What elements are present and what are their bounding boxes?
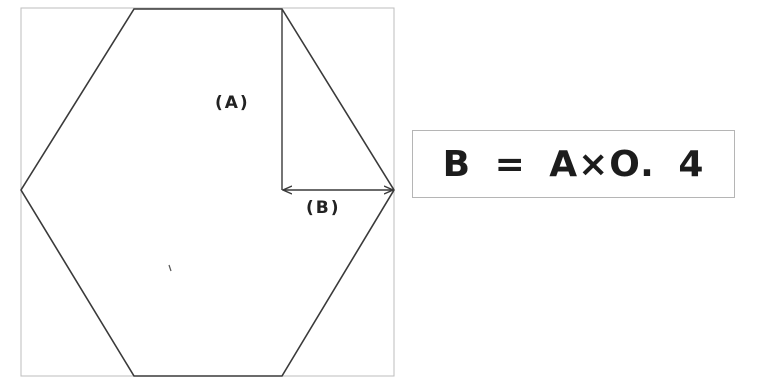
formula-box: B = A×O. 4	[412, 130, 735, 198]
label-b: (B)	[306, 198, 341, 218]
hexagon-outline	[20, 8, 395, 377]
speck-mark	[168, 264, 172, 272]
label-a: (A)	[215, 93, 250, 113]
bounding-frame	[20, 7, 395, 377]
formula-text: B = A×O. 4	[442, 143, 705, 185]
